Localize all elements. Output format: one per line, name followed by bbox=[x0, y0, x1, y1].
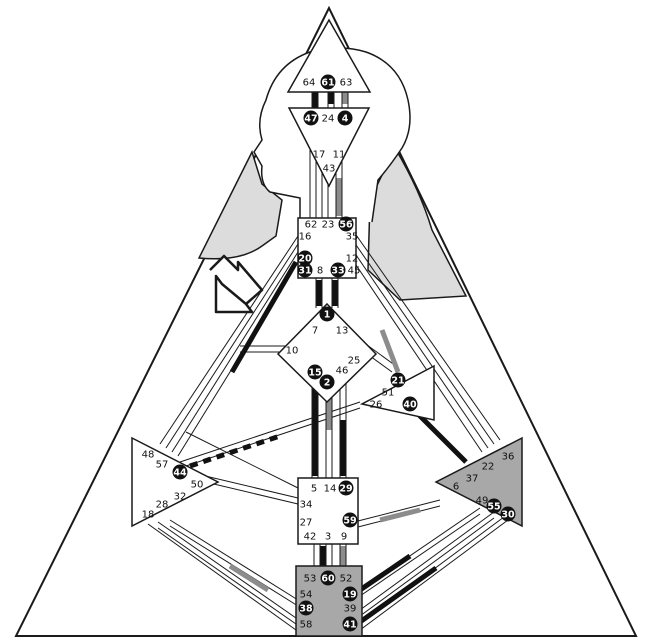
gate-59-label: 59 bbox=[343, 516, 356, 527]
gate-18-label: 18 bbox=[142, 510, 155, 521]
gate-19-marker bbox=[342, 586, 358, 602]
gate-48-label: 48 bbox=[142, 450, 155, 461]
arrow-pointer-icon bbox=[209, 254, 264, 314]
gate-24-label: 24 bbox=[322, 114, 335, 125]
gate-14-label: 14 bbox=[324, 484, 337, 495]
gate-58-label: 58 bbox=[300, 620, 313, 631]
gate-53-label: 53 bbox=[304, 574, 317, 585]
center-head bbox=[286, 18, 372, 93]
gate-19-label: 19 bbox=[343, 590, 356, 601]
gate-27-label: 27 bbox=[300, 518, 313, 529]
gate-55-marker bbox=[486, 498, 502, 514]
gate-44-marker bbox=[172, 464, 188, 480]
gate-9-label: 9 bbox=[341, 532, 347, 543]
gate-5-label: 5 bbox=[311, 484, 317, 495]
gate-42-label: 42 bbox=[304, 532, 317, 543]
gate-44-label: 44 bbox=[173, 468, 187, 479]
gate-47-marker bbox=[303, 110, 319, 126]
gate-7-label: 7 bbox=[312, 326, 318, 337]
gate-23-label: 23 bbox=[322, 220, 335, 231]
center-g bbox=[276, 302, 378, 404]
center-ajna bbox=[287, 107, 371, 188]
gate-4-marker bbox=[337, 110, 353, 126]
gate-45-label: 45 bbox=[348, 266, 361, 277]
gate-60-marker bbox=[320, 570, 336, 586]
gate-59-marker bbox=[342, 512, 358, 528]
gate-11-label: 11 bbox=[333, 150, 346, 161]
gate-25-label: 25 bbox=[348, 356, 361, 367]
gate-64-label: 64 bbox=[303, 78, 316, 89]
gate-35-label: 35 bbox=[346, 232, 359, 243]
gate-4-label: 4 bbox=[342, 114, 349, 125]
gate-26-label: 26 bbox=[370, 400, 383, 411]
gate-56-marker bbox=[338, 216, 354, 232]
gate-46-label: 46 bbox=[336, 366, 349, 377]
gate-3-label: 3 bbox=[325, 532, 331, 543]
gate-28-label: 28 bbox=[156, 500, 169, 511]
gate-13-label: 13 bbox=[336, 326, 349, 337]
gate-41-marker bbox=[342, 616, 358, 632]
gate-52-label: 52 bbox=[340, 574, 353, 585]
gate-2-label: 2 bbox=[324, 378, 331, 389]
gate-17-label: 17 bbox=[313, 150, 326, 161]
gate-38-label: 38 bbox=[299, 604, 313, 615]
gate-15-marker bbox=[307, 364, 323, 380]
gate-21-marker bbox=[390, 372, 406, 388]
gate-60-label: 60 bbox=[321, 574, 335, 585]
gate-51-label: 51 bbox=[382, 388, 395, 399]
gate-40-marker bbox=[402, 396, 418, 412]
center-spleen bbox=[131, 436, 220, 528]
gate-10-label: 10 bbox=[286, 346, 299, 357]
gate-43-label: 43 bbox=[323, 164, 336, 175]
gate-55-label: 55 bbox=[487, 502, 500, 513]
gate-21-label: 21 bbox=[391, 376, 404, 387]
gate-15-label: 15 bbox=[308, 368, 321, 379]
gate-29-label: 29 bbox=[339, 484, 352, 495]
gate-2-marker bbox=[319, 374, 335, 390]
gate-20-label: 20 bbox=[298, 254, 312, 265]
gate-56-label: 56 bbox=[339, 220, 353, 231]
gate-8-label: 8 bbox=[317, 266, 323, 277]
gate-62-label: 62 bbox=[305, 220, 318, 231]
gate-37-label: 37 bbox=[466, 474, 479, 485]
gate-1-marker bbox=[319, 306, 335, 322]
gate-49-label: 49 bbox=[476, 496, 489, 507]
gate-33-label: 33 bbox=[331, 266, 344, 277]
gate-40-label: 40 bbox=[403, 400, 417, 411]
shoulder-right bbox=[367, 146, 468, 301]
gate-1-label: 1 bbox=[324, 310, 331, 321]
gate-57-label: 57 bbox=[156, 460, 169, 471]
gate-31-label: 31 bbox=[298, 266, 311, 277]
gate-61-marker bbox=[320, 74, 336, 90]
gate-22-label: 22 bbox=[482, 462, 495, 473]
gate-12-label: 12 bbox=[346, 254, 359, 265]
gate-41-label: 41 bbox=[343, 620, 356, 631]
gate-30-marker bbox=[500, 506, 516, 522]
gate-31-marker bbox=[297, 262, 313, 278]
gate-33-marker bbox=[330, 262, 346, 278]
shoulder-left bbox=[197, 150, 283, 260]
gate-61-label: 61 bbox=[321, 78, 334, 89]
gate-47-label: 47 bbox=[304, 114, 317, 125]
gate-16-label: 16 bbox=[299, 232, 312, 243]
gate-20-marker bbox=[297, 250, 313, 266]
gate-63-label: 63 bbox=[340, 78, 353, 89]
gate-34-label: 34 bbox=[300, 500, 313, 511]
gate-30-label: 30 bbox=[501, 510, 515, 521]
gate-29-marker bbox=[338, 480, 354, 496]
gate-50-label: 50 bbox=[191, 480, 204, 491]
gate-32-label: 32 bbox=[174, 492, 187, 503]
gate-38-marker bbox=[298, 600, 314, 616]
gate-39-label: 39 bbox=[344, 604, 357, 615]
channels bbox=[147, 92, 509, 631]
gate-54-label: 54 bbox=[300, 590, 313, 601]
gate-6-label: 6 bbox=[453, 482, 459, 493]
gate-36-label: 36 bbox=[502, 452, 515, 463]
